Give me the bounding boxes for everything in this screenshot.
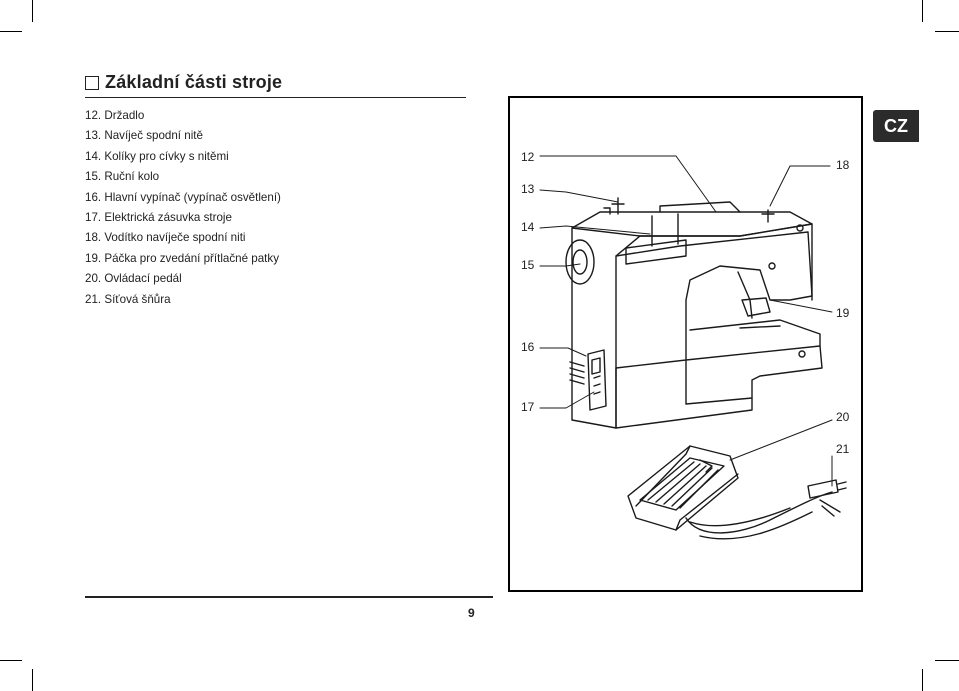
foot-pedal-drawing	[627, 445, 739, 531]
callout-13: 13	[521, 182, 535, 196]
section-title: Základní části stroje	[105, 72, 283, 92]
list-item: 17. Elektrická zásuvka stroje	[85, 210, 232, 224]
crop-mark-top-left-vertical	[32, 0, 33, 22]
list-item: 21. Síťová šňůra	[85, 292, 171, 306]
section-heading: Základní části stroje	[85, 70, 466, 98]
parts-list: 12. Držadlo 13. Navíječ spodní nitě 14. …	[85, 106, 281, 310]
list-item: 15. Ruční kolo	[85, 170, 160, 184]
list-item: 16. Hlavní vypínač (vypínač osvětlení)	[85, 190, 281, 204]
list-item: 19. Páčka pro zvedání přítlačné patky	[85, 251, 279, 265]
callout-17: 17	[521, 400, 535, 414]
crop-mark-top-right-horizontal	[935, 31, 959, 32]
page-number: 9	[468, 606, 475, 620]
crop-mark-top-right-vertical	[922, 0, 923, 22]
list-item: 13. Navíječ spodní nitě	[85, 129, 203, 143]
leader-lines	[539, 155, 833, 487]
crop-mark-bottom-right-horizontal	[935, 660, 959, 661]
list-item: 18. Vodítko navíječe spodní niti	[85, 231, 246, 245]
callout-19: 19	[836, 306, 850, 320]
power-cord-drawing	[685, 479, 847, 540]
list-item: 20. Ovládací pedál	[85, 272, 182, 286]
callout-21: 21	[836, 442, 850, 456]
callout-16: 16	[521, 340, 535, 354]
callout-15: 15	[521, 258, 535, 272]
callout-12: 12	[521, 150, 535, 164]
language-tab: CZ	[873, 110, 919, 142]
callout-20: 20	[836, 410, 850, 424]
list-item: 12. Držadlo	[85, 109, 145, 122]
sewing-machine-figure	[508, 96, 863, 592]
crop-mark-top-left-horizontal	[0, 31, 22, 32]
crop-mark-bottom-left-vertical	[32, 669, 33, 691]
crop-mark-bottom-right-vertical	[922, 669, 923, 691]
crop-mark-bottom-left-horizontal	[0, 660, 22, 661]
heading-checkbox-icon	[85, 76, 99, 90]
callout-18: 18	[836, 158, 850, 172]
callout-14: 14	[521, 220, 535, 234]
sewing-machine-drawing	[565, 197, 823, 429]
footer-rule	[85, 596, 493, 598]
list-item: 14. Kolíky pro cívky s nitěmi	[85, 149, 229, 163]
